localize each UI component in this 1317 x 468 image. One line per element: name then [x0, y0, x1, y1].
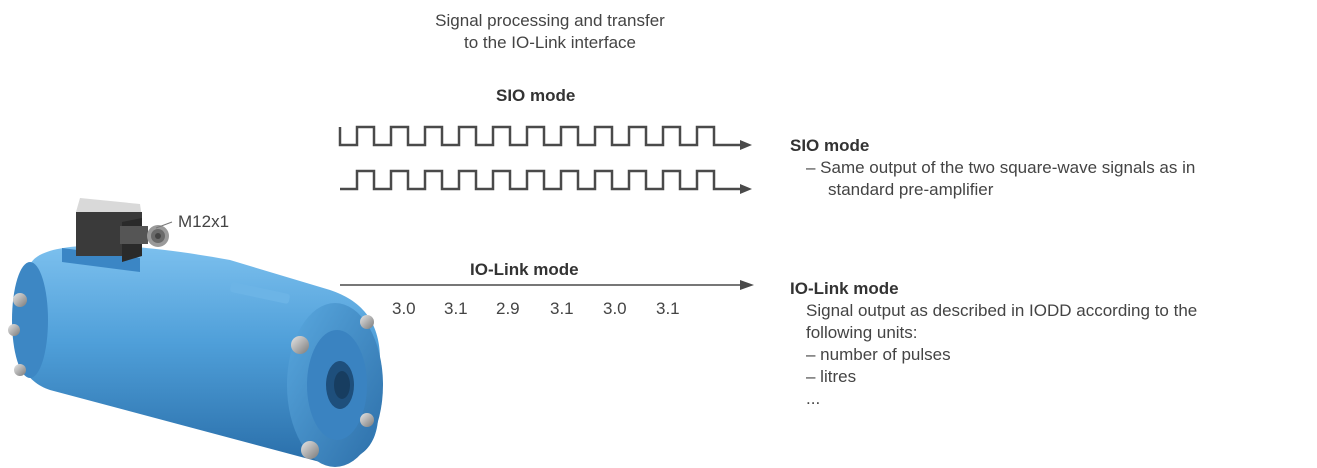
- sio-description: SIO mode – Same output of the two square…: [790, 135, 1310, 201]
- io-link-value-6: 3.1: [656, 299, 680, 318]
- sio-description-line-2: standard pre-amplifier: [828, 180, 994, 199]
- io-link-value-3: 2.9: [496, 299, 520, 318]
- io-link-description: IO-Link mode Signal output as described …: [790, 278, 1310, 410]
- io-link-description-line-1: Signal output as described in IODD accor…: [806, 301, 1198, 320]
- flow-meter-device: [8, 245, 383, 467]
- sio-arrow-1: [740, 140, 752, 150]
- connector-leader-line: [155, 221, 173, 229]
- io-link-description-line-2: following units:: [806, 323, 918, 342]
- io-link-description-title: IO-Link mode: [790, 279, 899, 298]
- m12-connector: [76, 198, 169, 262]
- process-caption: Signal processing and transfer to the IO…: [370, 10, 730, 54]
- sio-mode-label: SIO mode: [496, 86, 576, 105]
- io-link-value-1: 3.0: [392, 299, 416, 318]
- io-link-value-2: 3.1: [444, 299, 468, 318]
- sio-description-title: SIO mode: [790, 136, 870, 155]
- sio-arrow-2: [740, 184, 752, 194]
- sio-description-line-1: – Same output of the two square-wave sig…: [806, 158, 1196, 177]
- io-link-arrow: [740, 280, 754, 290]
- connector-label: M12x1: [178, 212, 230, 231]
- caption-line-2: to the IO-Link interface: [464, 33, 636, 52]
- io-link-unit-litres: – litres: [806, 367, 857, 386]
- io-link-ellipsis: ...: [806, 389, 821, 408]
- sio-square-wave-1: [338, 125, 740, 147]
- io-link-value-5: 3.0: [603, 299, 627, 318]
- sio-square-wave-2: [340, 169, 740, 191]
- caption-line-1: Signal processing and transfer: [435, 11, 665, 30]
- io-link-mode-label: IO-Link mode: [470, 260, 579, 279]
- io-link-unit-pulses: – number of pulses: [806, 345, 951, 364]
- io-link-value-4: 3.1: [550, 299, 574, 318]
